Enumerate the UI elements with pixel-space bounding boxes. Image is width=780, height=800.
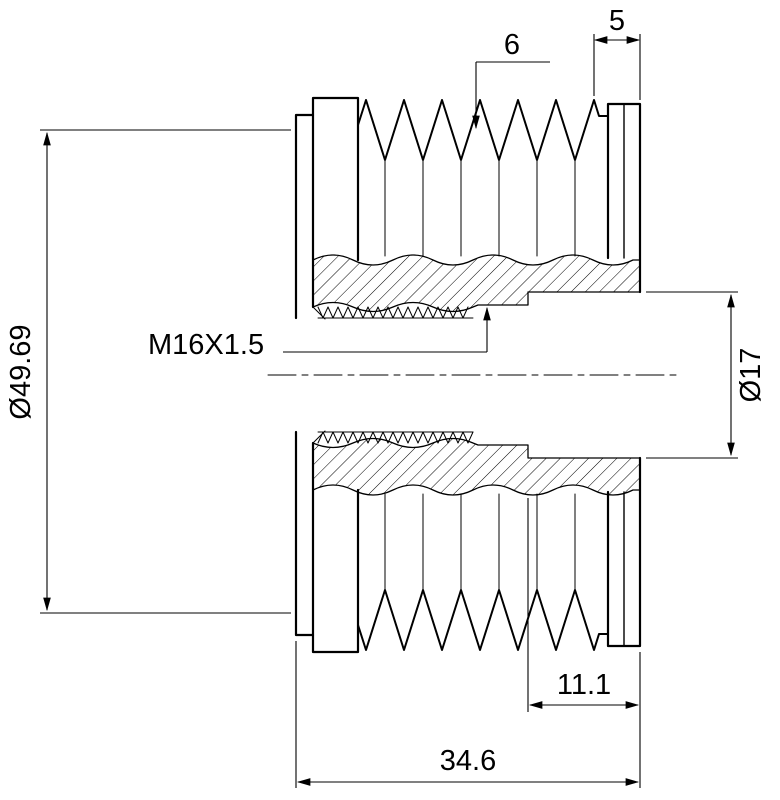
dim-flange-width: 5 [593,5,641,100]
bore-entry-chamfers [312,306,326,444]
dim-bore-depth: 11.1 [527,498,641,788]
collar-ring-outer [294,113,315,637]
hatch-band-upper [312,254,641,313]
groove-root-lines-bottom [384,493,576,591]
left-collar [294,96,360,654]
dim-label-outer-diameter: Ø49.69 [5,324,37,419]
dim-extension-lines [527,498,641,788]
dim-outer-diameter: Ø49.69 [5,129,291,614]
dim-bore-diameter: Ø17 [646,291,767,459]
dim-label-overall-width: 34.6 [440,745,496,777]
dim-thread-callout: M16X1.5 [148,306,491,361]
groove-root-lines-top [384,159,576,257]
groove-profile-top [357,99,609,161]
dim-extension-lines [646,291,738,459]
hatch-band-lower [312,437,641,496]
dim-groove-count: 6 [472,29,550,130]
collar-ring-inner [311,96,360,654]
dim-extension-lines [593,34,641,100]
thread-teeth-bottom [317,431,474,444]
dim-label-flange-width: 5 [609,5,625,37]
dim-label-thread: M16X1.5 [148,329,264,361]
thread-minor-lines [317,317,474,433]
dim-label-groove-ref: 6 [504,29,520,61]
dim-overall-width: 34.6 [295,641,640,788]
right-flange [606,102,642,648]
pulley-section-view [267,96,677,654]
groove-profile-bottom [357,589,609,651]
dim-label-bore-diameter: Ø17 [735,348,767,403]
dim-label-bore-depth: 11.1 [557,669,611,701]
dim-extension-lines [40,129,291,614]
